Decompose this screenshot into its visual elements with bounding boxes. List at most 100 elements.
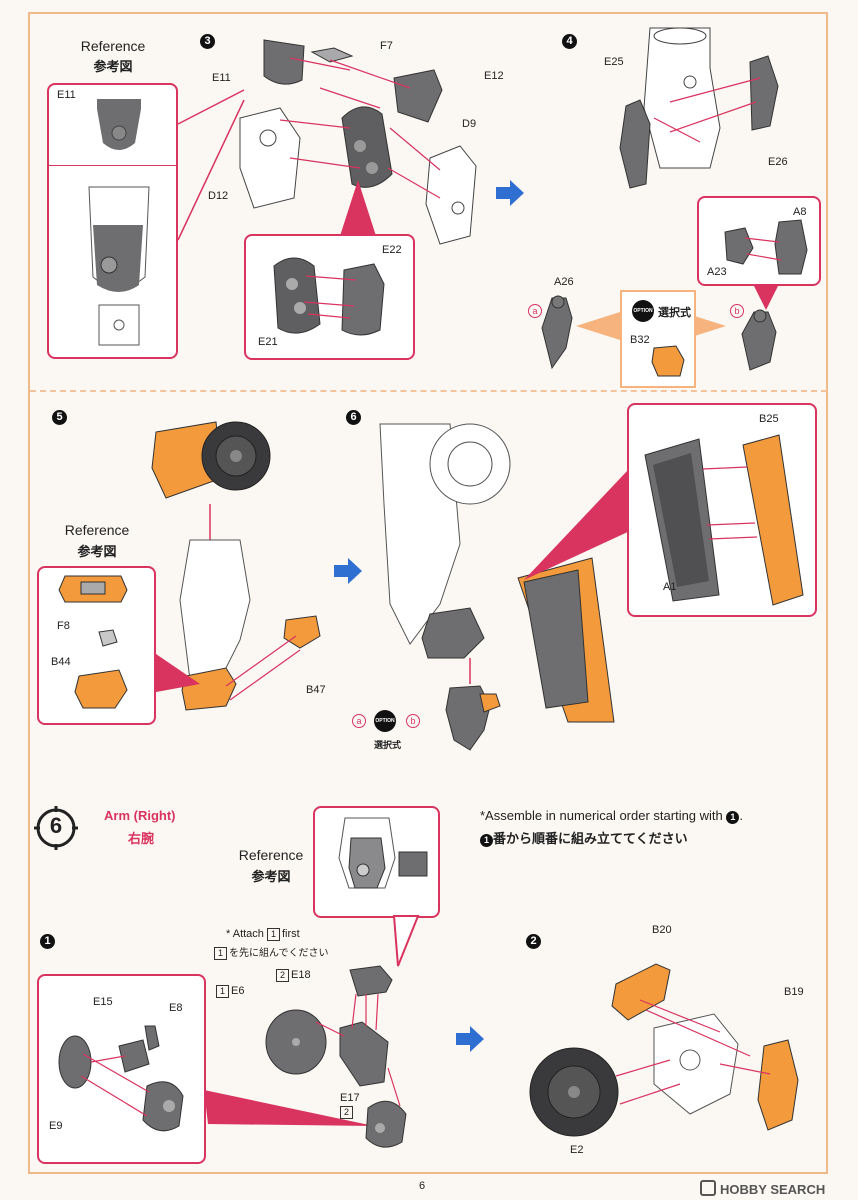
a1-b25-assembled-shield — [517, 557, 615, 723]
step-3-badge: 3 — [200, 34, 215, 49]
part-label-a26: A26 — [554, 276, 574, 288]
part-label-e26: E26 — [768, 156, 788, 168]
callout-triangle-step1 — [204, 1090, 374, 1126]
reference-callout-lines — [177, 89, 245, 241]
option-icon-middle: OPTION — [374, 710, 396, 732]
step3-assembly-drawing — [239, 39, 477, 245]
step1-assembly-drawing — [265, 965, 407, 1148]
part-label-a8: A8 — [793, 206, 807, 218]
option-a-marker-middle: a — [352, 714, 366, 728]
arm-reference-drawing — [338, 817, 428, 889]
reference-label-jp-step5: 参考図 — [77, 544, 117, 559]
detail-box-e8-e9-e15: E15 E8 E9 — [37, 974, 206, 1164]
option-text-top: 選択式 — [658, 307, 691, 319]
step2-assembly-drawing — [529, 963, 799, 1137]
part-label-e17: E17 — [340, 1092, 360, 1104]
reference-label-en-step5: Reference — [64, 522, 130, 538]
assembly-note-en-num: 1 — [726, 811, 740, 824]
part-label-b20: B20 — [652, 924, 672, 936]
callout-triangle-step3 — [340, 180, 376, 236]
part-label-e9: E9 — [49, 1120, 63, 1132]
part-label-e17-order: 2 — [340, 1106, 355, 1119]
section-divider — [30, 390, 827, 392]
step6-assembly-drawing — [379, 423, 511, 751]
e6-order-num: 1 — [216, 985, 229, 998]
step-2-badge: 2 — [526, 934, 541, 949]
detail-box-a8-a23: A8 A23 — [697, 196, 821, 286]
b44-f8-drawing — [58, 575, 128, 709]
part-label-e22: E22 — [382, 244, 402, 256]
option-a-marker-top: a — [528, 304, 542, 318]
attach-note-en-num: 1 — [266, 928, 280, 941]
reference-box-arm — [313, 806, 440, 918]
part-label-e8: E8 — [169, 1002, 183, 1014]
reference-label-en-arm: Reference — [238, 847, 304, 863]
part-label-b44: B44 — [51, 656, 71, 668]
part-label-b32: B32 — [630, 334, 650, 346]
reference-box-e11: E11 — [47, 83, 178, 359]
e18-order-num: 2 — [276, 969, 289, 982]
section-number: 6 — [49, 813, 63, 838]
part-label-e15: E15 — [93, 996, 113, 1008]
reference-label-jp-arm: 参考図 — [251, 869, 291, 884]
assembly-note-jp-num: 1 — [480, 834, 493, 847]
e21-e22-drawing — [273, 257, 385, 336]
part-label-b25: B25 — [759, 413, 779, 425]
e11-reference-drawing — [88, 99, 150, 346]
page-number: 6 — [419, 1180, 426, 1192]
part-label-e11: E11 — [212, 72, 231, 84]
assembly-note-en-suffix: . — [739, 808, 744, 823]
watermark-text: HOBBY SEARCH — [720, 1182, 826, 1197]
watermark: HOBBY SEARCH — [700, 1180, 825, 1197]
part-label-e25: E25 — [604, 56, 624, 68]
e6-label-text: E6 — [231, 985, 245, 997]
part-label-b19: B19 — [784, 986, 804, 998]
b32-part-drawing — [651, 345, 685, 377]
part-label-b47: B47 — [306, 684, 326, 696]
step-5-badge: 5 — [52, 410, 67, 425]
option-text-middle: 選択式 — [374, 740, 402, 750]
section-number-ring — [34, 806, 78, 850]
part-label-a1: A1 — [663, 581, 677, 593]
assembly-note-en: *Assemble in numerical order starting wi… — [480, 808, 743, 824]
detail-box-e21-e22: E22 E21 — [244, 234, 415, 360]
option-selection-box-top: OPTION 選択式 B32 — [620, 290, 696, 388]
e18-label-text: E18 — [291, 969, 311, 981]
watermark-logo-icon — [700, 1180, 716, 1196]
assembly-note-jp-text: 番から順番に組み立ててください — [493, 831, 688, 846]
part-label-f8: F8 — [57, 620, 70, 632]
a1-b25-drawing — [644, 434, 804, 606]
part-label-e11-ref: E11 — [57, 89, 76, 101]
a26-arm-drawing — [541, 295, 573, 370]
e17-order-num: 2 — [340, 1106, 353, 1119]
attach-note-en-suffix: first — [281, 928, 300, 940]
step4-assembly-drawing — [619, 27, 779, 189]
detail-box-a1-b25: B25 A1 — [627, 403, 817, 617]
attach-note-jp-num: 1 — [214, 947, 227, 960]
reference-label-en: Reference — [80, 38, 146, 54]
part-label-a23: A23 — [707, 266, 727, 278]
attach-note-jp-text: を先に組んでください — [229, 948, 329, 959]
callout-triangle-step6 — [524, 470, 632, 580]
a8-a23-drawing — [724, 219, 808, 275]
step5-assembly-drawing — [151, 421, 321, 711]
callout-triangle-step4 — [754, 286, 778, 310]
section-title-jp: 右腕 — [128, 831, 155, 846]
blue-next-arrow-bottom — [456, 1026, 484, 1052]
e8-e9-e15-drawing — [58, 1025, 184, 1132]
page-border — [28, 12, 828, 1174]
reference-label-jp: 参考図 — [93, 59, 133, 74]
part-label-e12: E12 — [484, 70, 504, 82]
part-label-d9: D9 — [462, 118, 477, 130]
option-b-marker-top: b — [730, 304, 744, 318]
step-4-badge: 4 — [562, 34, 577, 49]
callout-triangle-step5 — [156, 654, 200, 692]
blue-next-arrow-top — [496, 180, 524, 206]
step-6-badge: 6 — [346, 410, 361, 425]
part-label-e2: E2 — [570, 1144, 584, 1156]
part-label-f7: F7 — [380, 40, 393, 52]
step-1-badge: 1 — [40, 934, 55, 949]
